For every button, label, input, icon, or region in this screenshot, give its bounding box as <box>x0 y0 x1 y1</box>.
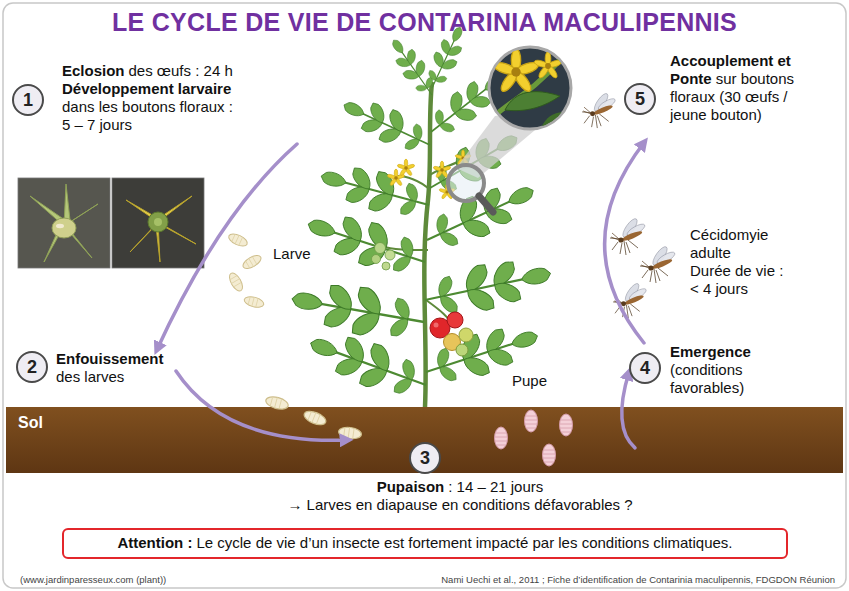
stage-step: 1 Eclosiondes œufs : 24 hDéveloppement la… <box>12 60 312 144</box>
step-text: : 14 – 21 jours <box>448 478 543 495</box>
step-text: Emergence(conditions favorables) <box>670 343 776 397</box>
step-text: des œufs : 24 h <box>129 62 233 79</box>
part-label: Larve <box>273 245 311 263</box>
stage-step: 4 Emergence(conditions favorables) <box>629 343 779 401</box>
larva-drawing <box>264 395 362 440</box>
step-text: Développement larvaire <box>62 80 242 98</box>
tomato-plant <box>287 21 556 410</box>
step-text: Pupaison <box>377 478 445 495</box>
larva-drawing <box>227 231 265 309</box>
flower-photo <box>112 178 204 268</box>
callout-number: 2 <box>16 351 48 383</box>
step-text: Attention : <box>117 534 192 551</box>
step-text: Eclosiondes œufs : 24 hDéveloppement lar… <box>62 62 242 134</box>
step-text: (conditions favorables) <box>670 361 776 397</box>
midge-drawing <box>582 92 676 318</box>
step-text: Enfouissement <box>56 350 176 368</box>
flower-photo <box>18 178 110 268</box>
stage-step: 2Enfouissementdes larves <box>16 350 176 392</box>
step-text: Pupaison: 14 – 21 jours→ Larves en diapa… <box>285 478 635 514</box>
callout-number: 1 <box>12 84 44 116</box>
frame <box>3 3 846 588</box>
stage-step: 3Pupaison: 14 – 21 jours→ Larves en diap… <box>285 440 635 518</box>
source-credit: Nami Uechi et al., 2011 ; Fiche d’identi… <box>330 574 835 586</box>
source-credit: (www.jardinparesseux.com (plant)) <box>20 574 166 586</box>
step-text: Emergence <box>670 343 776 361</box>
pupa-drawing <box>495 410 573 466</box>
step-text: Enfouissementdes larves <box>56 350 176 386</box>
step-text: dans les boutons floraux : 5 – 7 jours <box>62 98 242 134</box>
step-text: Accouplement et Pontesur boutons floraux… <box>670 52 810 124</box>
callout-number: 4 <box>629 352 661 384</box>
step-text: Eclosion <box>62 62 125 79</box>
part-label: Sol <box>18 414 43 432</box>
cycle-arrow <box>622 372 635 448</box>
cycle-arrow <box>176 371 348 440</box>
part-label: Cécidomyie adulte <box>690 226 788 262</box>
soil-band <box>6 407 843 473</box>
callout-number: 3 <box>409 442 441 474</box>
step-text: Le cycle de vie d’un insecte est forteme… <box>196 534 732 551</box>
step-text: des larves <box>56 368 176 386</box>
step-text: → Larves en diapause en conditions défav… <box>285 496 635 514</box>
magnifier <box>448 47 578 212</box>
diagram-title: LE CYCLE DE VIE DE CONTARINIA MACULIPENN… <box>0 8 849 37</box>
note-text: Durée de vie : < 4 jours <box>690 262 788 298</box>
warning-box: Attention :Le cycle de vie d’un insecte … <box>62 528 788 559</box>
callout-number: 5 <box>624 83 656 115</box>
cycle-arrow <box>605 142 645 343</box>
part-label: Pupe <box>512 372 547 390</box>
stage-step: 5 Accouplement et Pontesur boutons florau… <box>624 50 829 142</box>
